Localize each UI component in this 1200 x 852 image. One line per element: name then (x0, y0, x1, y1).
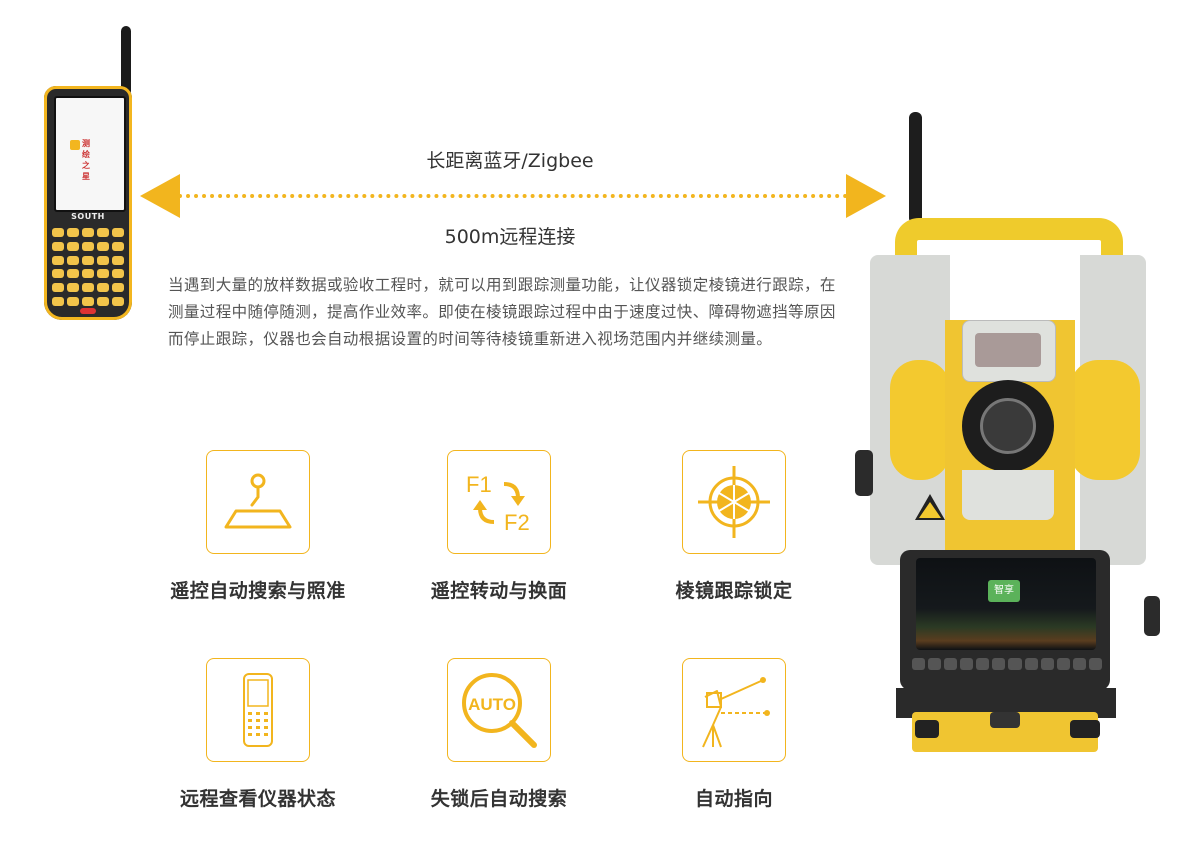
connection-type-label: 长距离蓝牙/Zigbee (426, 150, 594, 172)
instrument-screen (916, 558, 1096, 650)
svg-text:F1: F1 (466, 472, 492, 497)
f1-f2-swap-icon: F1 F2 (447, 450, 551, 554)
controller-screen (54, 96, 126, 212)
target-tripod-icon (206, 450, 310, 554)
svg-text:F2: F2 (504, 510, 530, 535)
feature-remote-rotate: F1 F2 遥控转动与换面 (379, 450, 619, 603)
feature-label: 遥控转动与换面 (430, 580, 568, 602)
controller-power-key (80, 308, 96, 314)
auto-search-icon: AUTO (447, 658, 551, 762)
svg-text:AUTO: AUTO (468, 695, 516, 714)
tracking-description: 当遇到大量的放样数据或验收工程时，就可以用到跟踪测量功能，让仪器锁定棱镜进行跟踪… (168, 276, 836, 348)
auto-pointing-icon (682, 658, 786, 762)
feature-remote-status: 远程查看仪器状态 (138, 658, 378, 811)
instrument-left-knob (855, 450, 873, 496)
instrument-right-knob (1144, 596, 1160, 636)
instrument-lens-glass (980, 398, 1036, 454)
instrument-keys (912, 658, 1102, 670)
prism-crosshair-icon (682, 450, 786, 554)
laser-warning-inner (919, 502, 941, 518)
feature-label: 遥控自动搜索与照准 (170, 580, 346, 602)
instrument-lower-housing (962, 470, 1054, 520)
feature-label: 失锁后自动搜索 (430, 788, 568, 810)
feature-prism-tracking: 棱镜跟踪锁定 (614, 450, 854, 603)
controller-keypad (52, 228, 124, 308)
leveling-screw-center (990, 712, 1020, 728)
controller-antenna (121, 26, 131, 96)
connection-dotted-line (178, 194, 848, 198)
feature-label: 棱镜跟踪锁定 (675, 580, 793, 602)
feature-label: 自动指向 (694, 788, 773, 810)
feature-remote-search: 遥控自动搜索与照准 (138, 450, 378, 603)
feature-label: 远程查看仪器状态 (179, 788, 336, 810)
leveling-screw-right (1070, 720, 1100, 738)
feature-auto-search: AUTO 失锁后自动搜索 (379, 658, 619, 811)
feature-auto-pointing: 自动指向 (614, 658, 854, 811)
leveling-screw-left (915, 720, 939, 738)
instrument-antenna (909, 112, 922, 224)
instrument-left-cover (890, 360, 950, 480)
arrow-right-icon (846, 174, 886, 218)
instrument-screen-logo: 智享 (988, 580, 1020, 602)
arrow-left-icon (140, 174, 180, 218)
instrument-laser-window (975, 333, 1041, 367)
controller-brand: SOUTH (71, 212, 105, 221)
connection-range-label: 500m远程连接 (444, 226, 576, 248)
controller-icon (206, 658, 310, 762)
controller-logo-icon (70, 140, 80, 150)
instrument-right-cover (1070, 360, 1140, 480)
controller-screen-logo: 测绘之星 (82, 139, 90, 181)
